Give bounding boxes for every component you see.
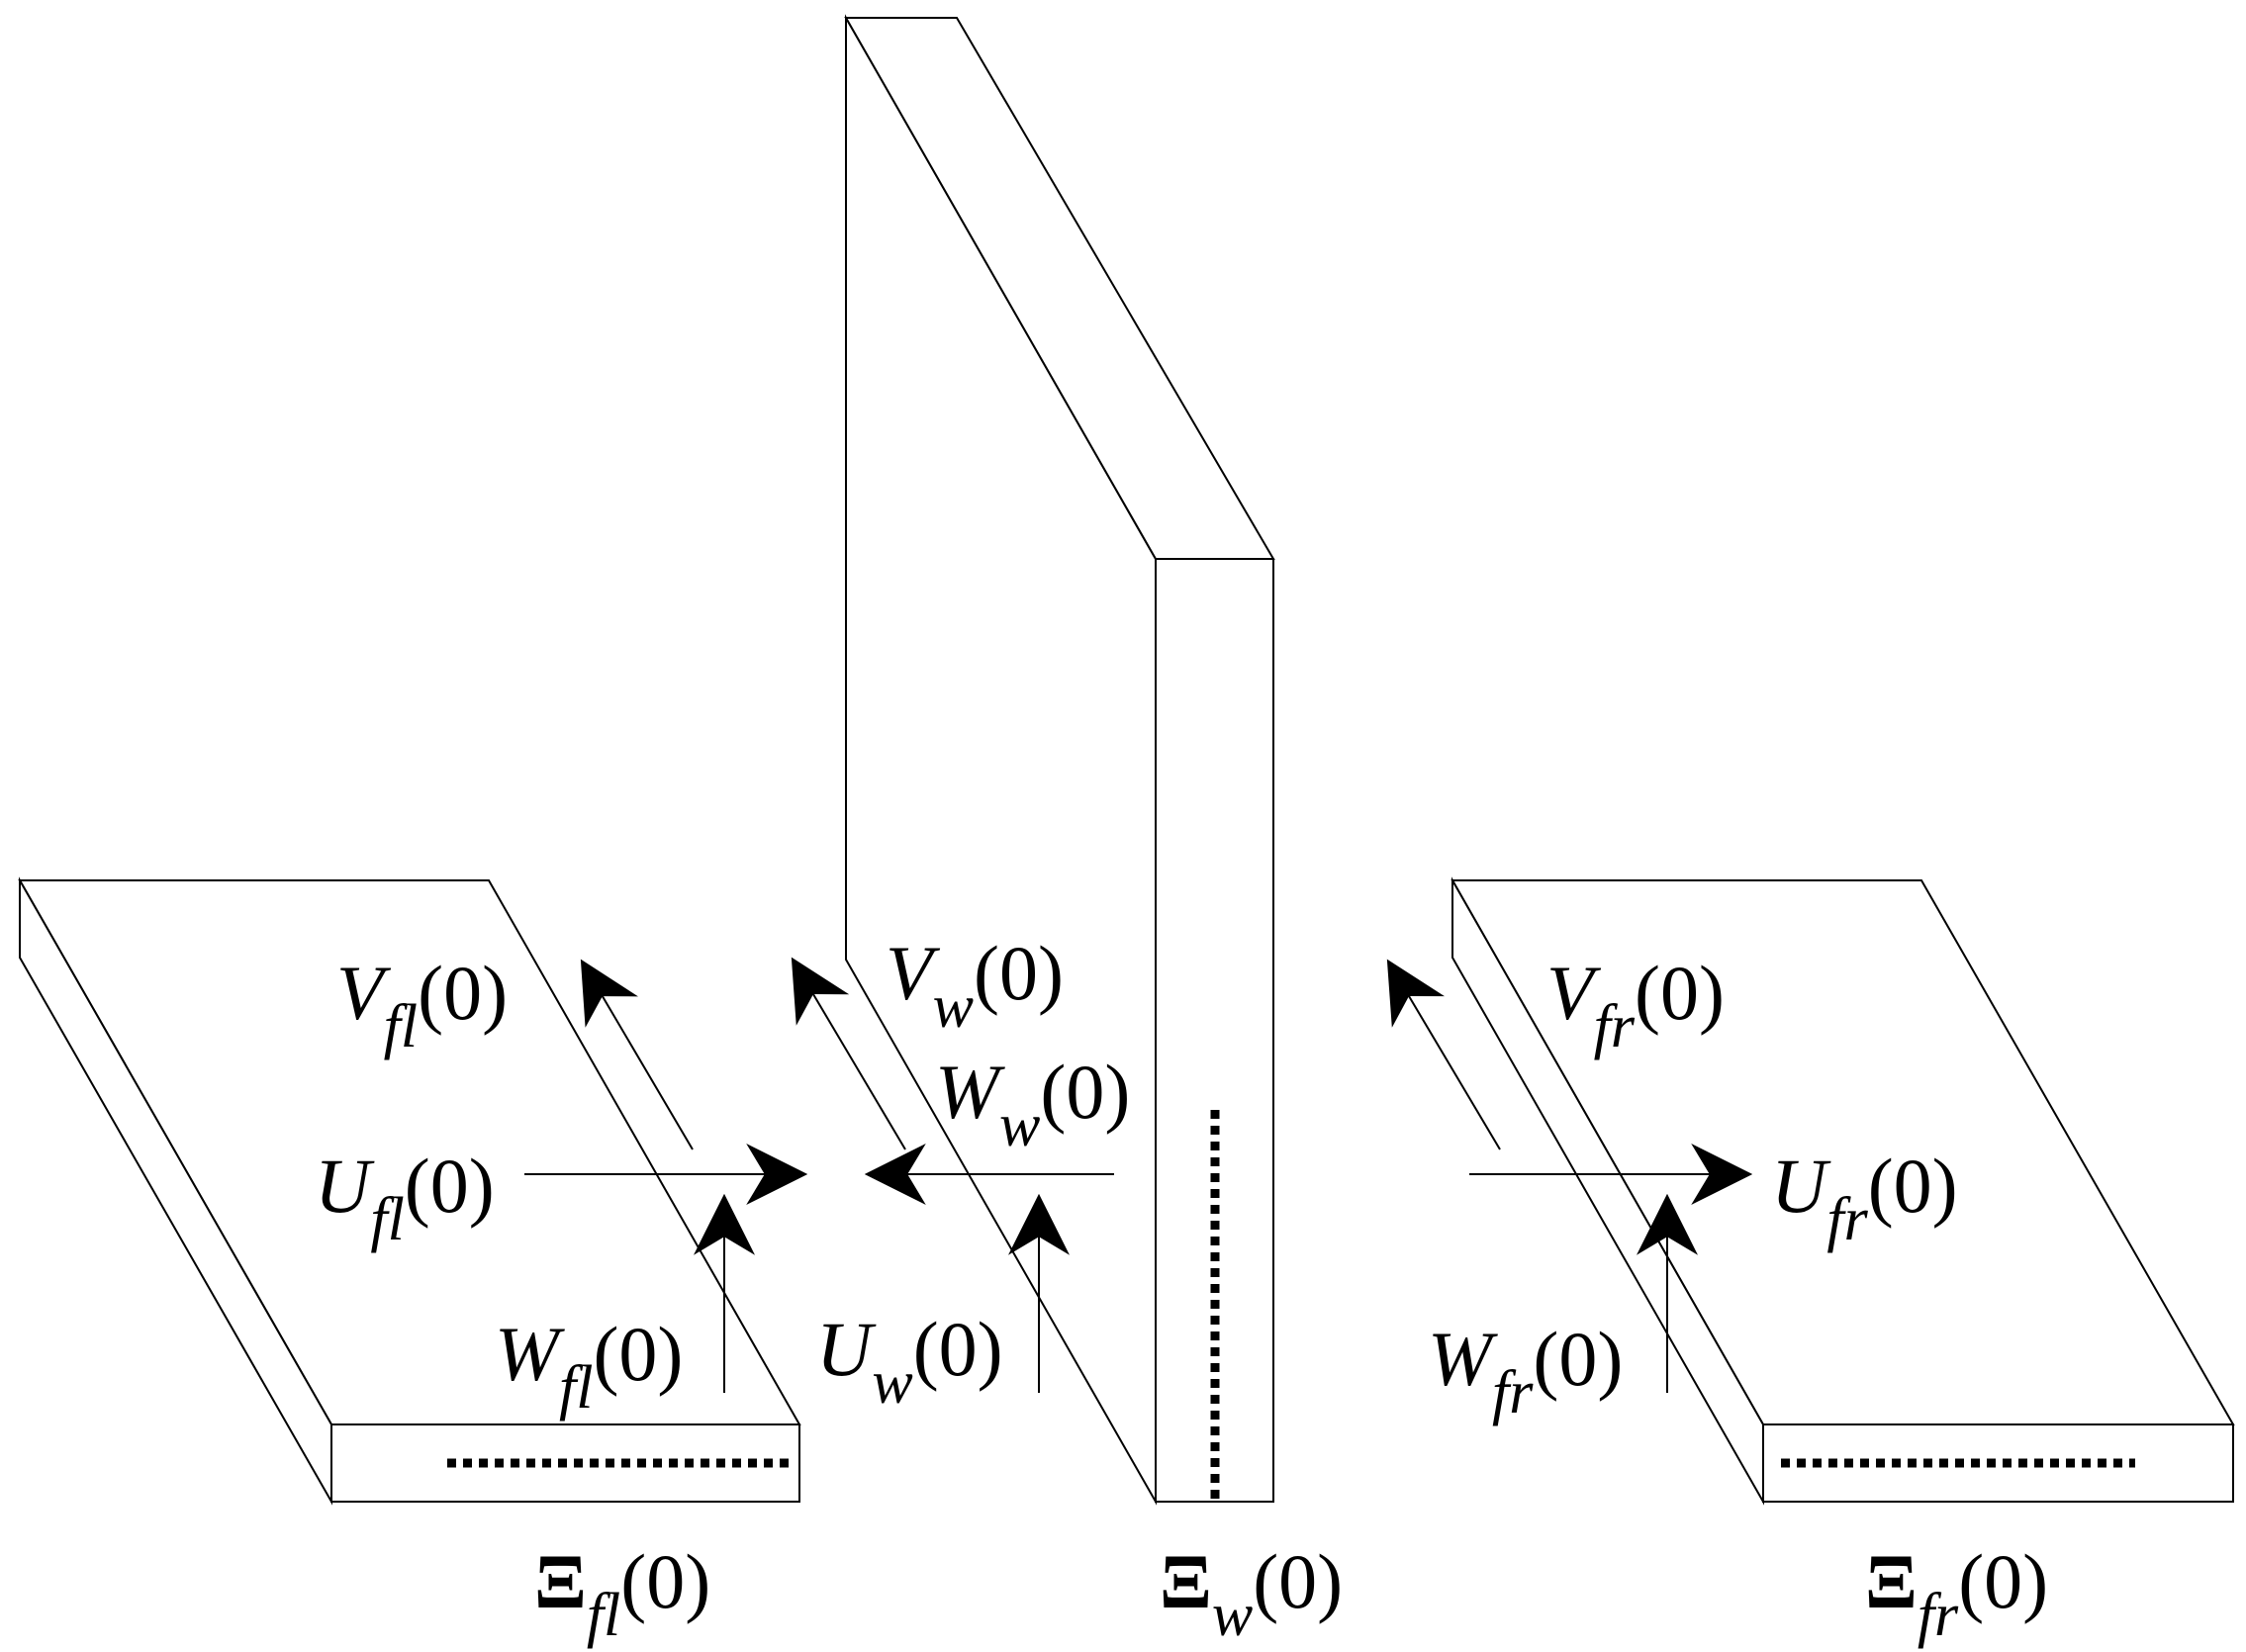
v-fr-label: Vfr(0) bbox=[1546, 950, 1725, 1060]
v-w-label: Vw(0) bbox=[886, 930, 1064, 1041]
right-plate-front-face bbox=[1762, 1423, 2234, 1503]
web-plate bbox=[844, 14, 1275, 1506]
u-fl-label: Ufl(0) bbox=[315, 1143, 495, 1253]
v-w-arrow bbox=[791, 957, 906, 1150]
v-fl-arrow bbox=[580, 959, 694, 1150]
left-flange-plate bbox=[18, 876, 801, 1506]
w-fl-label: Wfl(0) bbox=[495, 1311, 683, 1422]
xi-fr-label: Ξfr(0) bbox=[1865, 1538, 2048, 1649]
web-plate-front-face bbox=[1155, 558, 1274, 1503]
u-w-label: Uw(0) bbox=[816, 1306, 1003, 1417]
xi-fl-label: Ξfl(0) bbox=[534, 1538, 710, 1649]
v-fl-label: Vfl(0) bbox=[336, 950, 508, 1060]
xi-w-label: Ξw(0) bbox=[1160, 1538, 1343, 1649]
w-w-label: Ww(0) bbox=[935, 1049, 1130, 1159]
u-fr-label: Ufr(0) bbox=[1771, 1143, 1958, 1253]
v-fr-arrow bbox=[1386, 959, 1501, 1150]
w-fr-label: Wfr(0) bbox=[1428, 1316, 1623, 1426]
